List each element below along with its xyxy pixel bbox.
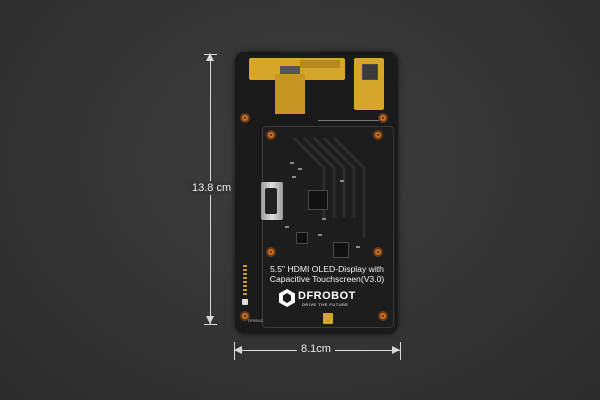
- fpc-connector: [280, 66, 300, 74]
- arrow-left-icon: [234, 346, 242, 354]
- dfrobot-logo-icon: [279, 289, 295, 307]
- pin-header: [243, 265, 247, 295]
- mount-hole-outer-right: [378, 113, 388, 123]
- smd-component: [356, 246, 360, 248]
- height-label: 13.8 cm: [190, 181, 234, 195]
- fpc-strip: [300, 60, 340, 68]
- smd-component: [318, 234, 322, 236]
- arrow-down-icon: [206, 316, 214, 324]
- smd-component: [298, 168, 302, 170]
- silkscreen-title-line1: 5.5" HDMI OLED-Display with: [270, 264, 384, 274]
- smd-component: [285, 226, 289, 228]
- smd-component: [340, 180, 344, 182]
- smd-component: [290, 162, 294, 164]
- small-chip: [296, 232, 308, 244]
- mount-hole-bottom-left: [240, 311, 250, 321]
- brand-tagline: DRIVE THE FUTURE: [302, 302, 349, 307]
- fpc-chip: [362, 64, 378, 80]
- width-label: 8.1cm: [297, 343, 335, 355]
- mount-hole-mid-left: [266, 247, 276, 257]
- hdmi-port: [261, 182, 283, 220]
- main-chip: [308, 190, 328, 210]
- board-id-label: DFR0543: [248, 319, 263, 323]
- mount-hole-top-right: [373, 130, 383, 140]
- width-dimension-cap-right: [400, 342, 401, 360]
- secondary-chip: [333, 242, 349, 258]
- smd-component: [322, 218, 326, 220]
- mount-hole-top-left: [266, 130, 276, 140]
- smd-component: [292, 176, 296, 178]
- fpc-cable-tail: [275, 74, 305, 114]
- silkscreen-title-line2: Capacitive Touchscreen(V3.0): [269, 274, 385, 284]
- mount-hole-mid-right: [373, 247, 383, 257]
- mount-hole-bottom-right: [378, 311, 388, 321]
- panel-edge-line: [318, 120, 382, 121]
- pcb-traces: [292, 136, 366, 238]
- brand-name: DFROBOT: [298, 290, 356, 302]
- height-dimension-cap-bottom: [204, 324, 217, 325]
- arrow-up-icon: [206, 53, 214, 61]
- arrow-right-icon: [392, 346, 400, 354]
- mount-hole-outer-left: [240, 113, 250, 123]
- status-led: [242, 299, 248, 305]
- usb-port: [323, 313, 333, 324]
